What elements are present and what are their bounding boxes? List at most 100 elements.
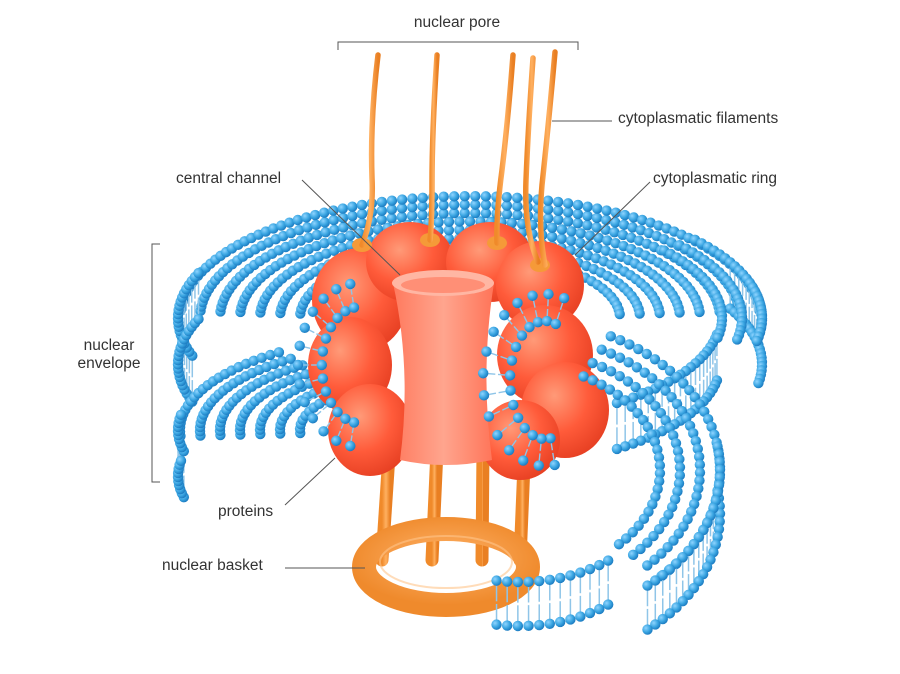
cytoplasmatic-filament <box>359 52 381 248</box>
lipid-head <box>321 248 332 259</box>
lipid-head <box>627 222 638 233</box>
lipid-head <box>674 454 685 465</box>
lipid-head <box>591 222 602 233</box>
lipid-head <box>623 357 634 368</box>
label-nuclear-envelope-line1: nuclear <box>83 337 135 354</box>
lipid-head <box>553 214 564 225</box>
lipid-head <box>480 191 491 202</box>
lipid-head <box>501 576 513 587</box>
lipid-head <box>523 620 534 632</box>
central-channel-tube <box>393 275 494 465</box>
lipid-head <box>584 563 596 575</box>
lipid-head <box>674 307 685 318</box>
cytoplasmatic-filament <box>523 55 541 265</box>
label-nuclear-envelope: nuclear envelope <box>66 337 152 373</box>
lipid-head <box>642 537 653 548</box>
lipid-head <box>543 288 554 300</box>
lipid-head <box>508 399 519 411</box>
lipid-head <box>600 245 612 256</box>
lipid-head <box>337 242 348 254</box>
lipid-head <box>318 293 329 304</box>
lipid-head <box>565 235 577 246</box>
lipid-head <box>627 549 639 561</box>
lipid-head <box>684 384 695 396</box>
lipid-head <box>544 574 555 585</box>
lipid-head <box>602 555 614 566</box>
lipid-head <box>610 207 622 218</box>
lipid-head <box>337 203 348 214</box>
lipid-head <box>292 359 304 371</box>
lipid-head <box>443 216 455 228</box>
lipid-head <box>662 541 673 553</box>
label-cytoplasmatic-filaments: cytoplasmatic filaments <box>618 110 779 127</box>
lipid-head <box>751 335 763 347</box>
lipid-head <box>300 369 311 380</box>
lipid-head <box>386 213 397 224</box>
lipid-head <box>619 395 631 406</box>
leader-lines <box>151 41 651 569</box>
lipid-head <box>501 191 512 203</box>
lipid-head <box>670 438 682 449</box>
lipid-head <box>327 235 338 246</box>
lipid-head <box>265 349 276 361</box>
lipid-head <box>356 218 368 229</box>
lipid-head <box>175 455 187 467</box>
lipid-head <box>470 191 481 202</box>
lipid-head <box>674 470 686 481</box>
lipid-head <box>712 441 723 452</box>
lipid-head <box>644 394 655 405</box>
lipid-head <box>193 313 204 325</box>
lipid-head <box>562 207 574 218</box>
lipid-head <box>443 225 455 236</box>
lipid-head <box>541 315 553 327</box>
lipid-head <box>536 433 547 444</box>
lipid-head <box>348 302 360 313</box>
lipid-head <box>512 412 524 424</box>
lipid-head <box>503 444 515 456</box>
lipid-head <box>611 443 623 455</box>
lipid-head <box>562 198 574 209</box>
lipid-head <box>372 224 384 235</box>
lipid-head <box>544 618 555 629</box>
lipid-head <box>506 355 518 366</box>
lipid-head <box>565 570 576 581</box>
lipid-head <box>657 613 668 625</box>
lipid-head <box>649 554 660 565</box>
lipid-head <box>325 397 337 408</box>
lipid-head <box>613 539 625 550</box>
lipid-head <box>649 354 661 365</box>
lipid-head <box>309 209 321 221</box>
lipid-head <box>635 225 647 236</box>
lipid-head <box>501 620 513 631</box>
lipid-head <box>376 214 387 225</box>
lipid-head <box>512 192 523 204</box>
lipid-head <box>584 230 596 241</box>
lipid-head <box>672 486 683 497</box>
lower-membrane-left-wall <box>172 409 190 503</box>
upper-membrane-right-surface <box>658 234 768 347</box>
lipid-head <box>654 460 666 471</box>
lipid-head <box>633 343 644 355</box>
lipid-head <box>574 247 585 258</box>
lipid-head <box>470 207 481 219</box>
lipid-head <box>611 397 623 409</box>
lipid-head <box>523 576 534 588</box>
lipid-head <box>620 533 632 544</box>
lipid-head <box>604 384 616 395</box>
lipid-head <box>340 413 351 424</box>
lipid-head <box>438 199 449 211</box>
lipid-head <box>459 207 470 219</box>
lipid-head <box>575 237 586 249</box>
lipid-head <box>277 356 288 367</box>
lipid-head <box>329 224 340 235</box>
lipid-head <box>417 201 428 212</box>
lipid-head <box>331 435 342 446</box>
lipid-head <box>325 322 337 333</box>
lipid-head <box>336 232 347 244</box>
lipid-head <box>276 220 287 231</box>
label-nuclear-pore: nuclear pore <box>413 14 501 31</box>
label-cytoplasmatic-ring: cytoplasmatic ring <box>653 170 778 187</box>
lipid-head <box>642 560 653 571</box>
lipid-head <box>634 308 645 319</box>
